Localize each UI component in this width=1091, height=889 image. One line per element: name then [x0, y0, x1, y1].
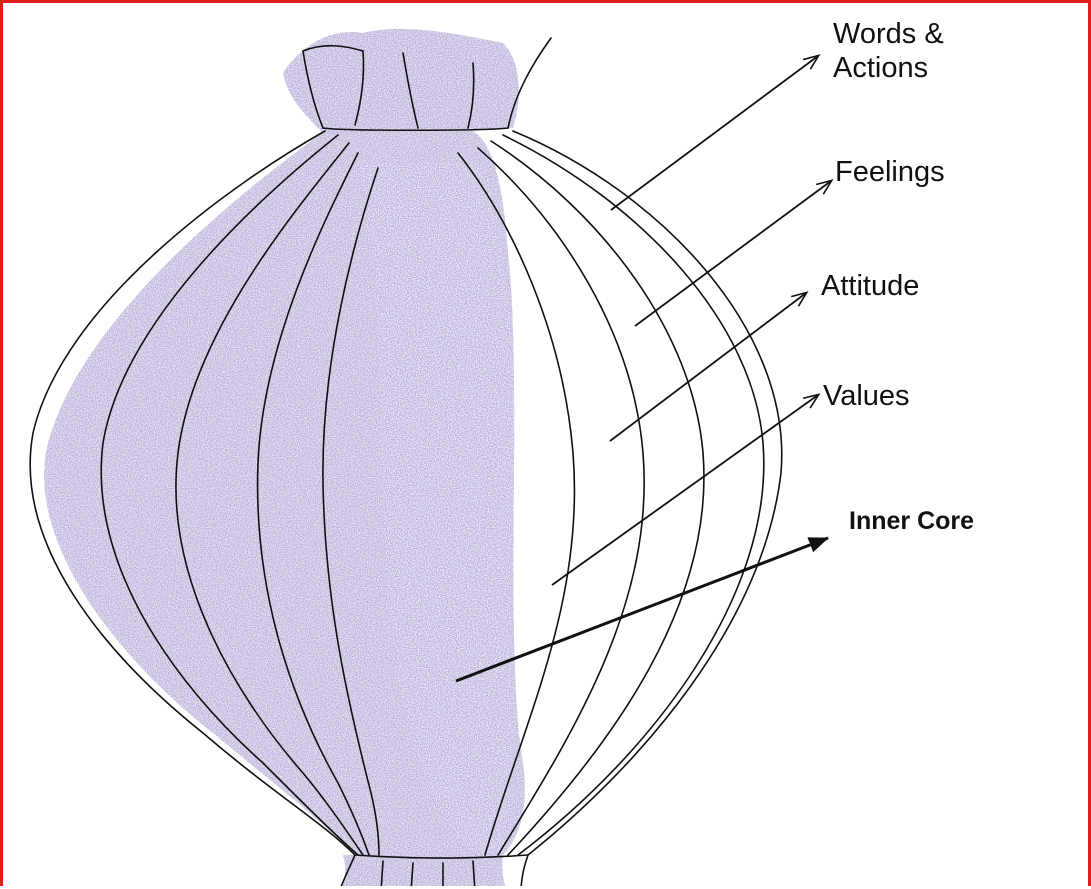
label-values: Values: [823, 379, 910, 413]
label-inner-core: Inner Core: [849, 507, 974, 537]
arrow-attitude: [610, 293, 806, 441]
label-values-text: Values: [823, 380, 910, 412]
label-attitude-text: Attitude: [821, 270, 919, 302]
arrow-feelings: [635, 181, 831, 326]
label-feelings-text: Feelings: [835, 156, 945, 188]
onion-diagram: [3, 3, 1091, 886]
label-attitude: Attitude: [821, 269, 919, 303]
arrow-words-actions: [611, 56, 818, 210]
label-words-actions-text: Words & Actions: [833, 17, 944, 85]
label-inner-core-text: Inner Core: [849, 507, 974, 535]
onion-illustration: [44, 29, 525, 886]
label-words-actions: Words & Actions: [833, 17, 944, 85]
label-feelings: Feelings: [835, 155, 945, 189]
